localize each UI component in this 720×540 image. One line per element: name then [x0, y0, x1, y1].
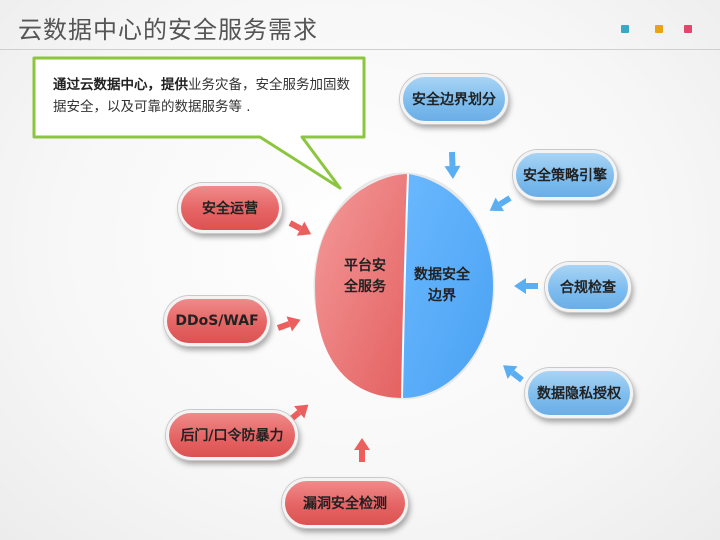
callout-text: 通过云数据中心，提供业务灾备，安全服务加固数据安全，以及可靠的数据服务等 . [53, 74, 358, 118]
node-ddos-waf: DDoS/WAF [164, 296, 270, 346]
center-right-label: 数据安全边界 [414, 267, 470, 304]
page-title: 云数据中心的安全服务需求 [18, 16, 318, 44]
arrows-red [276, 220, 370, 462]
arrow-vuln [354, 438, 370, 462]
arrow-boundary [444, 151, 461, 179]
node-backdoor-bruteforce: 后门/口令防暴力 [166, 410, 298, 460]
center-left-label: 平台安全服务 [344, 258, 386, 295]
ellipse-right-half [402, 174, 493, 398]
accent-dot-pink [684, 25, 692, 33]
node-compliance-check: 合规检查 [545, 262, 631, 312]
node-security-ops: 安全运营 [178, 183, 282, 233]
node-boundary-division: 安全边界划分 [400, 74, 508, 124]
node-policy-engine: 安全策略引擎 [513, 150, 617, 200]
arrow-compliance [514, 278, 538, 294]
accent-dot-orange [655, 25, 663, 33]
node-vuln-scan: 漏洞安全检测 [282, 478, 408, 528]
callout-rest: 业务灾备，安全服务加固数据安全，以及可靠的数据服务等 . [53, 77, 350, 115]
callout-bubble [32, 56, 366, 190]
ellipse-left-half [315, 174, 408, 398]
arrow-ddos [276, 316, 301, 332]
title-rule [0, 49, 720, 50]
node-privacy-auth: 数据隐私授权 [525, 368, 633, 418]
arrow-policy [489, 195, 512, 212]
arrow-privacy [503, 365, 524, 383]
center-ellipse [313, 172, 495, 400]
accent-dot-teal [621, 25, 629, 33]
arrows-blue [444, 151, 538, 383]
arrow-ops [288, 220, 312, 236]
callout-bold: 通过云数据中心，提供 [53, 77, 188, 93]
